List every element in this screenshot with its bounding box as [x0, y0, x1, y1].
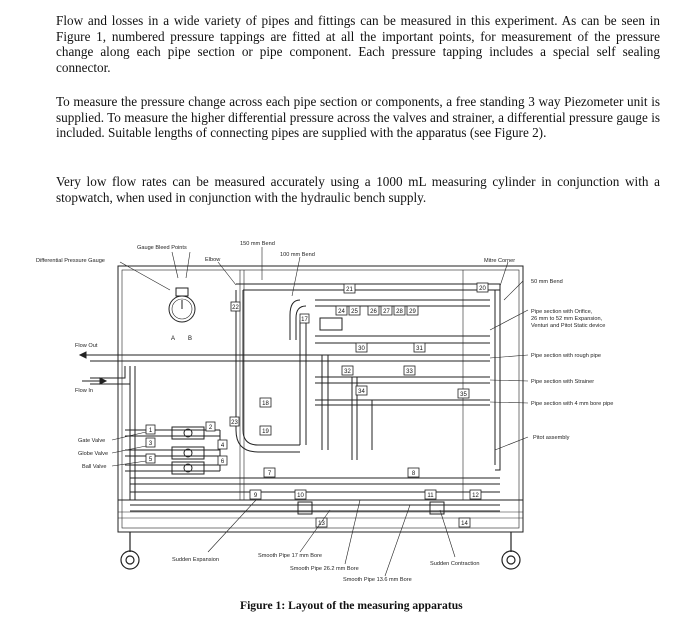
svg-text:34: 34 [358, 389, 365, 395]
svg-text:32: 32 [344, 369, 351, 375]
leader-lines [111, 247, 529, 577]
valve-bodies [171, 426, 205, 475]
svg-text:29: 29 [409, 309, 416, 315]
label-sudden-expansion: Sudden Expansion [172, 557, 219, 563]
svg-text:2: 2 [209, 425, 213, 431]
label-flow-in: Flow In [75, 388, 93, 394]
svg-text:20: 20 [479, 286, 486, 292]
label-flow-out: Flow Out [75, 343, 98, 349]
label-sudden-contraction: Sudden Contraction [430, 561, 479, 567]
svg-text:35: 35 [460, 392, 467, 398]
svg-text:14: 14 [461, 521, 468, 527]
wheel-right [501, 532, 521, 570]
apparatus-frame [117, 265, 524, 533]
svg-text:22: 22 [232, 305, 239, 311]
svg-text:6: 6 [221, 459, 225, 465]
label-pitot-assembly: Pitot assembly [533, 435, 570, 441]
svg-text:23: 23 [231, 420, 238, 426]
svg-text:30: 30 [358, 346, 365, 352]
flow-arrows [78, 351, 108, 385]
svg-text:12: 12 [472, 493, 479, 499]
figure-caption: Figure 1: Layout of the measuring appara… [240, 599, 463, 612]
wheel-left [120, 532, 140, 570]
svg-text:4: 4 [221, 443, 225, 449]
label-gate-valve: Gate Valve [78, 438, 105, 444]
gauge-marks: A B [171, 336, 192, 342]
label-orifice-1: Pipe section with Orifice, [531, 309, 593, 315]
label-4mm-bore: Pipe section with 4 mm bore pipe [531, 401, 613, 407]
label-ball-valve: Ball Valve [82, 464, 106, 470]
svg-text:24: 24 [338, 309, 345, 315]
svg-text:18: 18 [262, 401, 269, 407]
gauge-mark-a: A [171, 336, 175, 342]
label-elbow: Elbow [205, 257, 221, 263]
svg-text:26: 26 [370, 309, 377, 315]
svg-text:7: 7 [268, 471, 272, 477]
svg-text:3: 3 [149, 441, 153, 447]
tapping-numbers: 1 2 3 4 5 6 7 8 9 10 11 12 13 14 17 18 1… [149, 286, 487, 527]
svg-text:31: 31 [416, 346, 423, 352]
figure-labels: Gauge Bleed Points Differential Pressure… [36, 241, 613, 583]
svg-text:13: 13 [318, 521, 325, 527]
gauge-mark-b: B [188, 336, 192, 342]
label-smooth-136: Smooth Pipe 13.6 mm Bore [343, 577, 412, 583]
label-mitre-corner: Mitre Corner [484, 258, 515, 264]
svg-text:21: 21 [346, 287, 353, 293]
differential-pressure-gauge [168, 287, 196, 323]
label-bend-100: 100 mm Bend [280, 252, 315, 258]
pipe-network [90, 283, 501, 515]
tapping-markers [145, 282, 489, 528]
svg-text:5: 5 [149, 457, 153, 463]
svg-text:17: 17 [301, 317, 308, 323]
svg-text:27: 27 [383, 309, 390, 315]
label-bend-150: 150 mm Bend [240, 241, 275, 247]
svg-text:9: 9 [254, 493, 258, 499]
svg-text:19: 19 [262, 429, 269, 435]
svg-text:28: 28 [396, 309, 403, 315]
label-bend-50: 50 mm Bend [531, 279, 563, 285]
label-smooth-17: Smooth Pipe 17 mm Bore [258, 553, 322, 559]
svg-text:25: 25 [351, 309, 358, 315]
label-orifice-3: Venturi and Pitot Static device [531, 323, 605, 329]
label-strainer: Pipe section with Strainer [531, 379, 594, 385]
paragraph-low-flow: Very low flow rates can be measured accu… [56, 174, 660, 205]
label-rough-pipe: Pipe section with rough pipe [531, 353, 601, 359]
label-differential-pressure-gauge: Differential Pressure Gauge [36, 258, 105, 264]
label-gauge-bleed-points: Gauge Bleed Points [137, 245, 187, 251]
svg-text:8: 8 [412, 471, 416, 477]
svg-text:11: 11 [427, 493, 434, 499]
label-orifice-2: 26 mm to 52 mm Expansion, [531, 316, 603, 322]
svg-text:10: 10 [297, 493, 304, 499]
label-smooth-262: Smooth Pipe 26.2 mm Bore [290, 566, 359, 572]
svg-text:33: 33 [406, 369, 413, 375]
label-globe-valve: Globe Valve [78, 451, 108, 457]
svg-text:1: 1 [149, 428, 153, 434]
paragraph-piezometer: To measure the pressure change across ea… [56, 94, 660, 141]
paragraph-intro: Flow and losses in a wide variety of pip… [56, 13, 660, 75]
